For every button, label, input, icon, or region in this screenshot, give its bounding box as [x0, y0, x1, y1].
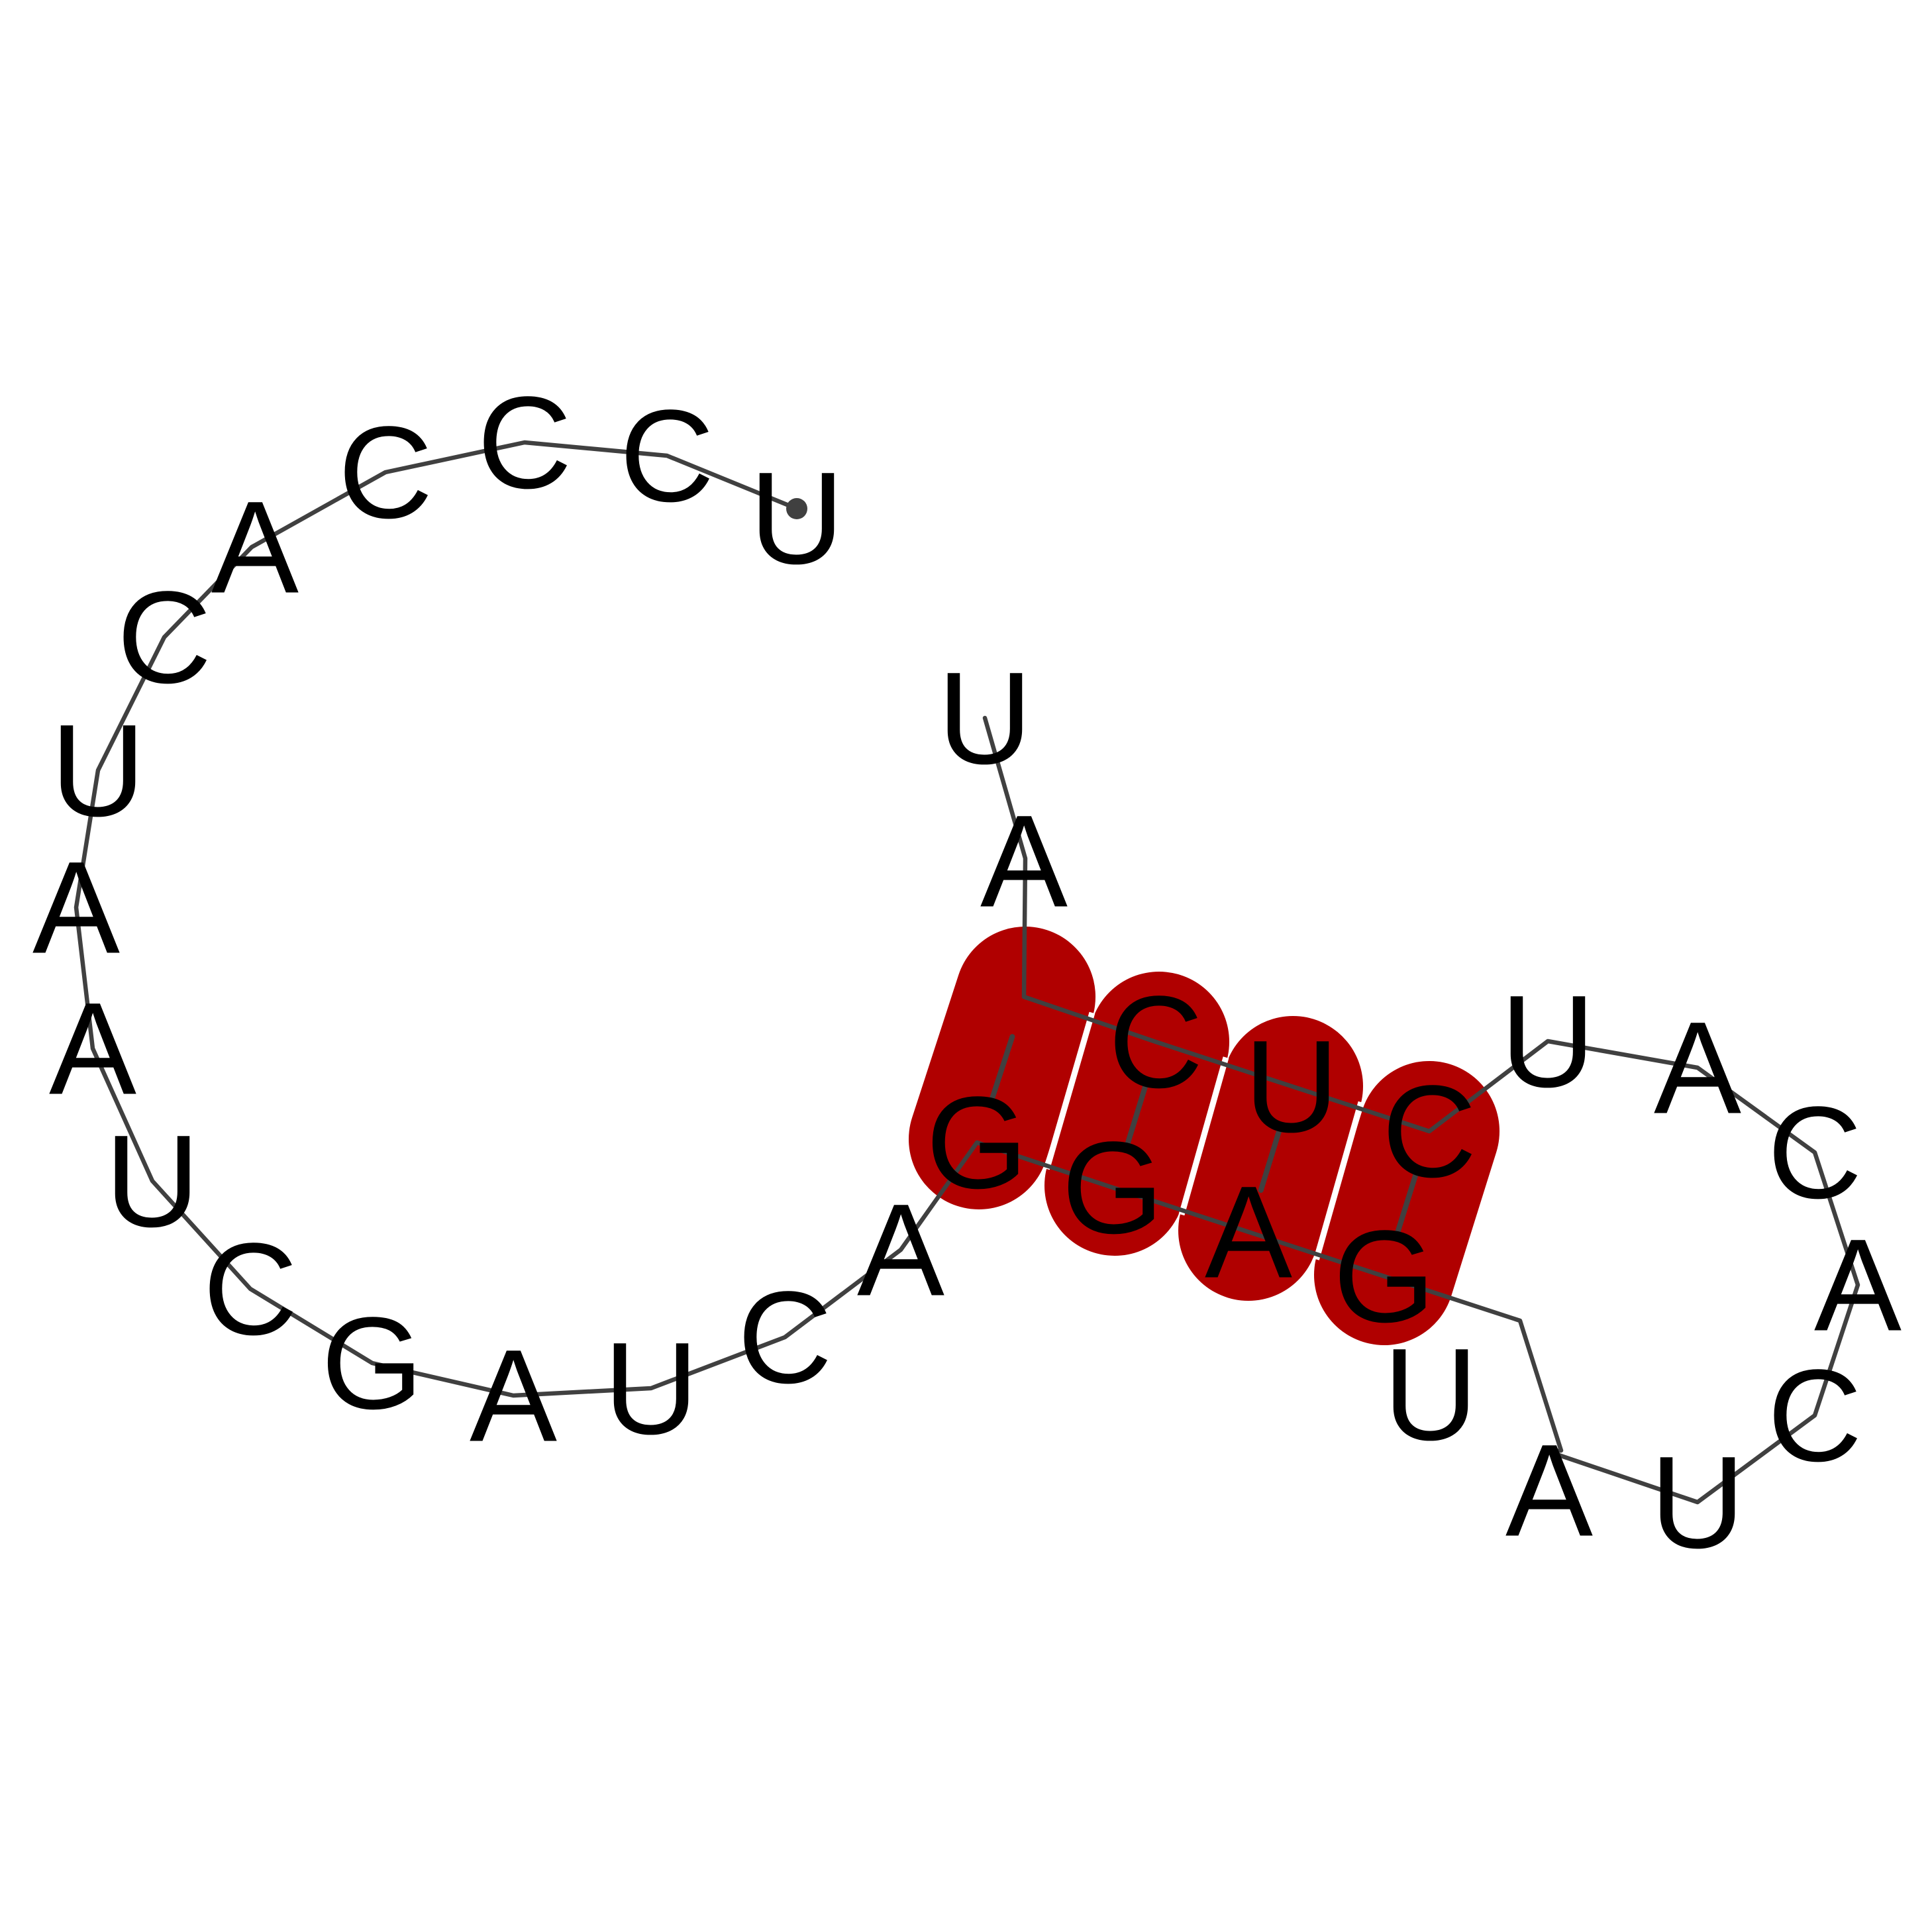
nucleotide-a: A [1814, 1212, 1902, 1358]
pair-separator [1044, 1011, 1095, 1170]
nucleotide-c: C [738, 1264, 833, 1411]
nucleotide-a: A [980, 788, 1068, 935]
nucleotide-u: U [51, 697, 146, 844]
nucleotide-c: C [203, 1216, 298, 1362]
backbone-line [74, 440, 1860, 1505]
nucleotide-a: A [211, 474, 299, 621]
base-pair-bonds [989, 1034, 1419, 1238]
nucleotide-u: U [1245, 1013, 1339, 1160]
nucleotide-c: C [338, 399, 433, 546]
base-pair-bond [1394, 1168, 1419, 1238]
nucleotide-u: U [1651, 1429, 1745, 1576]
nucleotide-u: U [105, 1108, 200, 1254]
nucleotide-u: U [1501, 968, 1596, 1115]
nucleotide-u: U [1384, 1321, 1478, 1468]
nucleotide-a: A [470, 1323, 557, 1469]
nucleotide-c: C [478, 370, 572, 516]
nucleotide-g: G [926, 1070, 1028, 1216]
start-dot-marker [786, 498, 807, 519]
nucleotide-a: A [857, 1177, 944, 1323]
nucleotide-a: A [1505, 1417, 1593, 1564]
nucleotide-a: A [1654, 995, 1741, 1141]
nucleotide-c: C [1382, 1058, 1477, 1205]
nucleotide-u: U [604, 1315, 699, 1462]
base-pair-bond [1258, 1124, 1284, 1193]
backbone [74, 440, 1860, 1505]
pair-separator [1313, 1101, 1364, 1260]
base-pair-bond [989, 1034, 1015, 1102]
nucleotide-c: C [117, 564, 212, 711]
nucleotide-a: A [1205, 1159, 1292, 1305]
nucleotide-c: C [1768, 1080, 1862, 1226]
nucleotide-u: U [938, 645, 1033, 791]
nucleotide-a: A [32, 835, 120, 981]
nucleotide-c: C [620, 383, 715, 529]
nucleotide-g: G [1333, 1203, 1435, 1350]
nucleotide-g: G [1062, 1115, 1164, 1261]
nucleotide-c: C [1109, 969, 1203, 1115]
nucleotide-c: C [1768, 1343, 1862, 1489]
nucleotide-g: G [321, 1290, 423, 1437]
base-pair-bond [1124, 1079, 1150, 1148]
nucleotide-a: A [49, 976, 136, 1122]
pair-separator [1178, 1056, 1229, 1216]
nucleotide-u: U [750, 445, 844, 591]
